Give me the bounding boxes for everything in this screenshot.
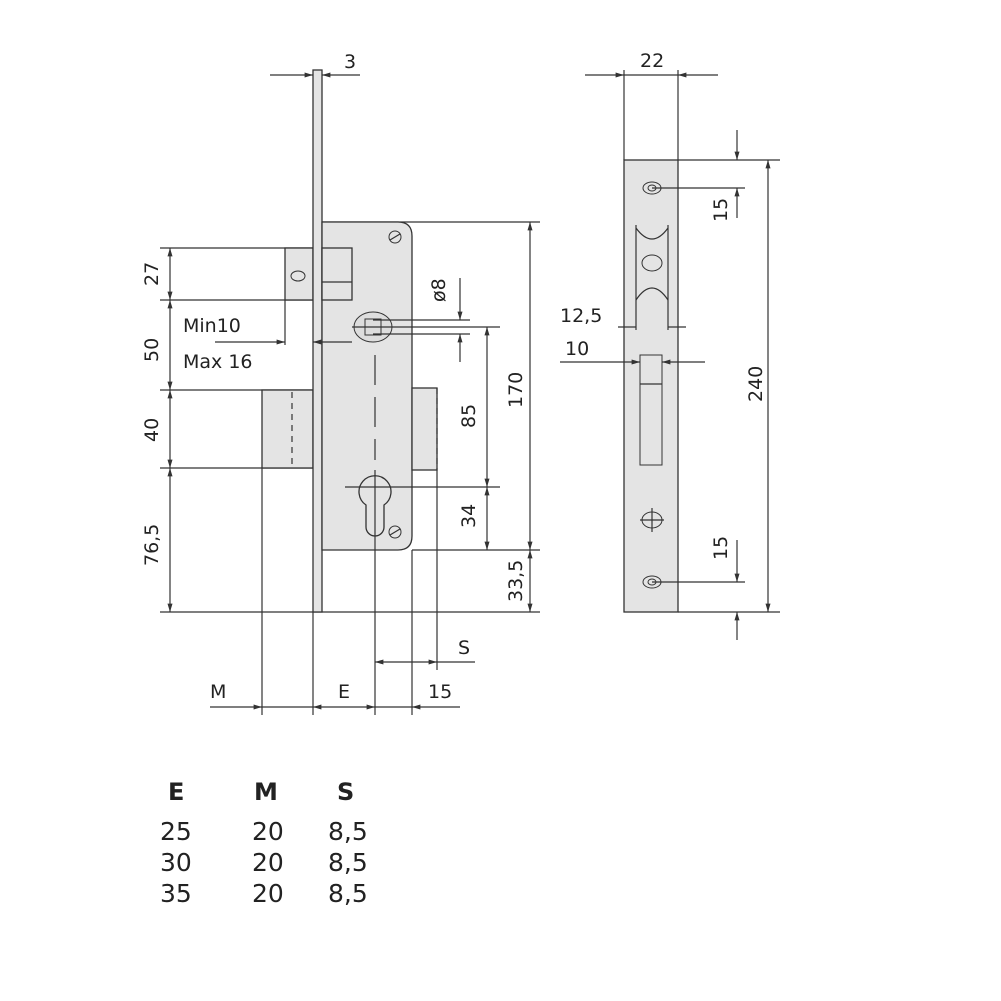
table-cell: 20 <box>252 848 284 877</box>
size-table: E M S 25 20 8,5 30 20 8,5 35 20 8,5 <box>160 778 368 908</box>
table-header-e: E <box>168 778 184 806</box>
max-label: Max 16 <box>183 351 253 373</box>
dim-strike-width: 22 <box>640 50 664 72</box>
table-cell: 25 <box>160 817 192 846</box>
strike-plate-view <box>623 70 780 613</box>
dim-faceplate-thickness: 3 <box>344 51 356 73</box>
min-label: Min10 <box>183 315 241 337</box>
table-cell: 35 <box>160 879 192 908</box>
dim-center-distance: 85 <box>458 404 480 428</box>
table-header-s: S <box>337 778 354 806</box>
latch-opening <box>635 225 669 301</box>
faceplate <box>312 69 323 613</box>
strike-dimensions: 22 15 15 240 12,5 10 <box>560 50 771 640</box>
table-cell: 8,5 <box>328 848 368 877</box>
dim-body-bottom: 33,5 <box>505 560 527 602</box>
dim-strike-bottom-screw: 15 <box>710 536 732 560</box>
dim-bottom: 76,5 <box>141 524 163 566</box>
dim-cylinder: 34 <box>458 504 480 528</box>
dim-spindle: ø8 <box>428 278 450 302</box>
dim-strike-height: 240 <box>745 366 767 402</box>
latch-bolt <box>284 247 314 301</box>
table-cell: 20 <box>252 879 284 908</box>
dim-m: M <box>210 681 226 703</box>
dim-gap: 50 <box>141 338 163 362</box>
table-cell: 8,5 <box>328 817 368 846</box>
dim-s: S <box>458 637 470 659</box>
lock-body-view <box>160 69 540 715</box>
dim-body-height: 170 <box>505 372 527 408</box>
table-header-m: M <box>254 778 278 806</box>
dim-strike-top-screw: 15 <box>710 198 732 222</box>
table-cell: 20 <box>252 817 284 846</box>
screw-icon <box>388 230 402 244</box>
dim-fifteen: 15 <box>428 681 452 703</box>
dim-strike-bolt-width: 10 <box>565 338 589 360</box>
deadbolt <box>261 389 314 469</box>
dim-latch-height: 27 <box>141 262 163 286</box>
table-cell: 30 <box>160 848 192 877</box>
lock-dimensions: 3 27 50 40 76,5 Min10 Max 16 ø8 85 34 17… <box>141 51 533 710</box>
bolt-opening <box>639 354 663 466</box>
screw-icon <box>388 525 402 539</box>
dim-deadbolt-height: 40 <box>141 418 163 442</box>
strike-plate <box>623 159 679 613</box>
dim-e: E <box>338 681 350 703</box>
lock-case <box>321 221 413 551</box>
table-cell: 8,5 <box>328 879 368 908</box>
dim-strike-latch-width: 12,5 <box>560 305 602 327</box>
